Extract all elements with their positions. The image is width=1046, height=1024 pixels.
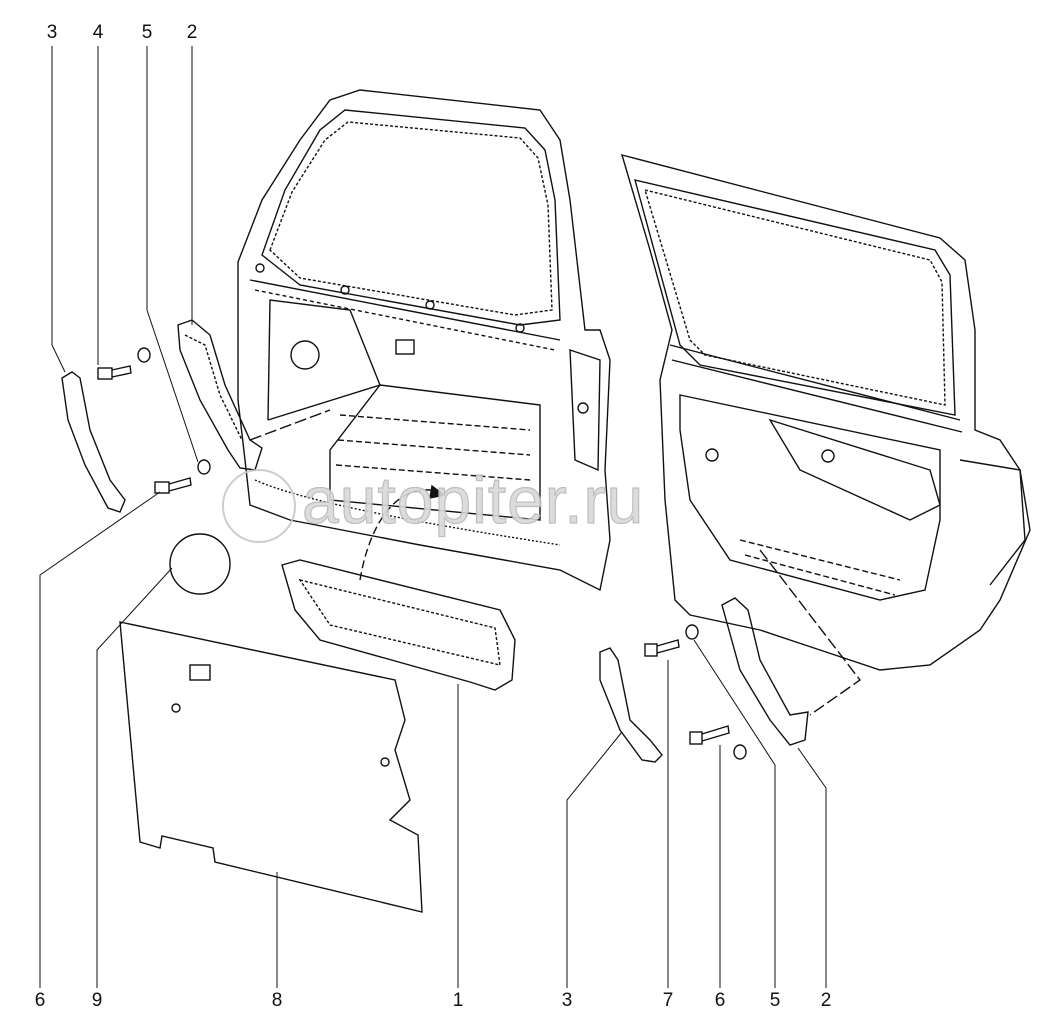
door-pocket-1 — [281, 559, 516, 691]
callout-9-bottom: 9 — [91, 990, 103, 1011]
armrest-cover-3-left — [61, 371, 126, 513]
watermark: autopiter.ru — [222, 462, 644, 543]
washer-5-right — [685, 624, 699, 640]
armrest-part-2-left — [177, 319, 263, 471]
washer-5-lower — [197, 459, 211, 475]
leader-lines — [39, 46, 827, 988]
callout-2-top: 2 — [186, 22, 198, 43]
plug-9 — [169, 533, 231, 595]
callout-3-bottom: 3 — [561, 990, 573, 1011]
callout-8-bottom: 8 — [271, 990, 283, 1011]
watermark-logo-icon — [222, 468, 296, 543]
assembly-arrow — [359, 489, 441, 581]
assembly-line-left — [249, 409, 331, 441]
screw-7 — [644, 639, 680, 657]
screw-6-left — [154, 477, 192, 494]
arrow-head-icon — [429, 484, 446, 499]
callout-6-bottom-right: 6 — [714, 990, 726, 1011]
callout-5-top: 5 — [141, 22, 153, 43]
washer-5-right-lower — [733, 744, 747, 760]
screw-4 — [97, 365, 132, 380]
callout-3-top: 3 — [46, 22, 58, 43]
watermark-text: autopiter.ru — [301, 462, 645, 537]
callout-5-bottom: 5 — [769, 990, 781, 1011]
trim-panel-8 — [119, 621, 423, 913]
assembly-line-right — [759, 549, 862, 716]
callout-2-bottom: 2 — [820, 990, 832, 1011]
armrest-part-2-right — [721, 597, 809, 746]
rear-door — [620, 154, 1031, 671]
callout-1-bottom: 1 — [452, 990, 464, 1011]
armrest-cover-3-right — [599, 647, 663, 763]
callout-4-top: 4 — [92, 22, 104, 43]
callout-6-bottom: 6 — [34, 990, 46, 1011]
callout-7-bottom: 7 — [662, 990, 674, 1011]
screw-6-right — [689, 725, 730, 745]
washer-5-upper — [137, 347, 151, 363]
